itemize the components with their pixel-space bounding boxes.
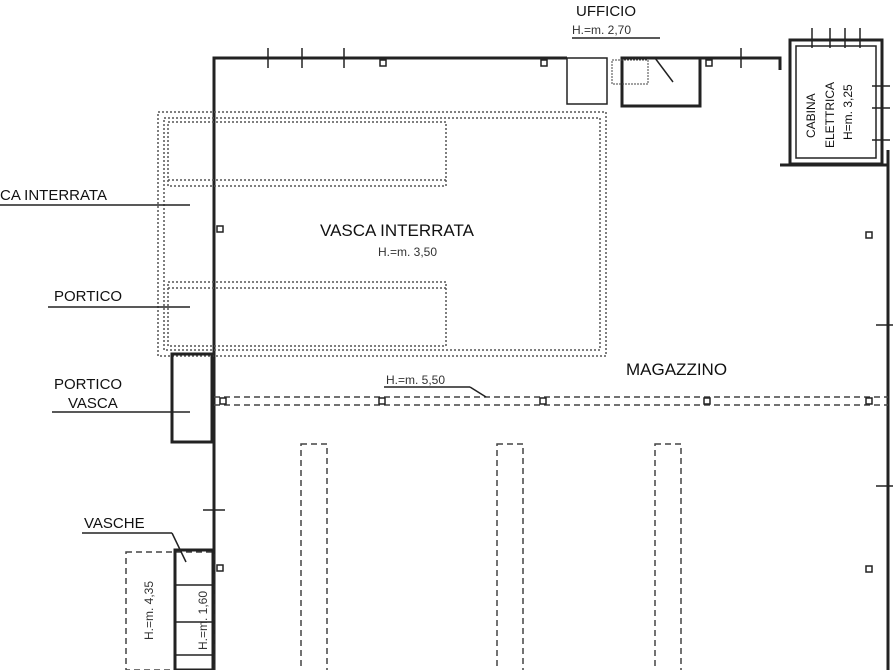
ufficio-height: H.=m. 2,70 (572, 23, 631, 37)
vasche-height-group-1: H.=m. 4,35 (142, 581, 156, 640)
cabina-height: H=m. 3,25 (841, 84, 855, 140)
dashed-columns (300, 443, 682, 670)
building-walls (212, 56, 890, 670)
vasca-interrata-outline (157, 111, 607, 357)
ufficio-room (566, 56, 702, 108)
portico-label: PORTICO (54, 288, 122, 305)
cabina-elettrica (788, 28, 890, 166)
magazzino-height: H.=m. 5,50 (386, 373, 445, 387)
wall-ticks (203, 48, 893, 573)
cabina-label-group-2: ELETTRICA (823, 82, 837, 148)
cabina-label-2: ELETTRICA (823, 82, 837, 148)
portico-vasca-box (170, 352, 214, 444)
magazzino-label: MAGAZZINO (626, 360, 727, 379)
vasche-height-2: H.=m. 1,60 (196, 591, 210, 650)
vasche-height-group-2: H.=m. 1,60 (196, 591, 210, 650)
magazzino-beam (214, 396, 888, 406)
portico-vasca-label-2: VASCA (68, 395, 118, 412)
vasche-area (125, 548, 215, 670)
cabina-label-group-3: H=m. 3,25 (841, 84, 855, 140)
ufficio-label: UFFICIO (576, 3, 636, 20)
vasche-height-1: H.=m. 4,35 (142, 581, 156, 640)
vasca-left-label: CA INTERRATA (0, 187, 107, 204)
portico-vasca-label-1: PORTICO (54, 376, 122, 393)
vasche-label: VASCHE (84, 515, 145, 532)
vasca-height: H.=m. 3,50 (378, 245, 437, 259)
vasca-title: VASCA INTERRATA (320, 221, 475, 240)
cabina-label-group: CABINA (804, 93, 818, 138)
cabina-label-1: CABINA (804, 93, 818, 138)
leader-lines (0, 37, 660, 563)
